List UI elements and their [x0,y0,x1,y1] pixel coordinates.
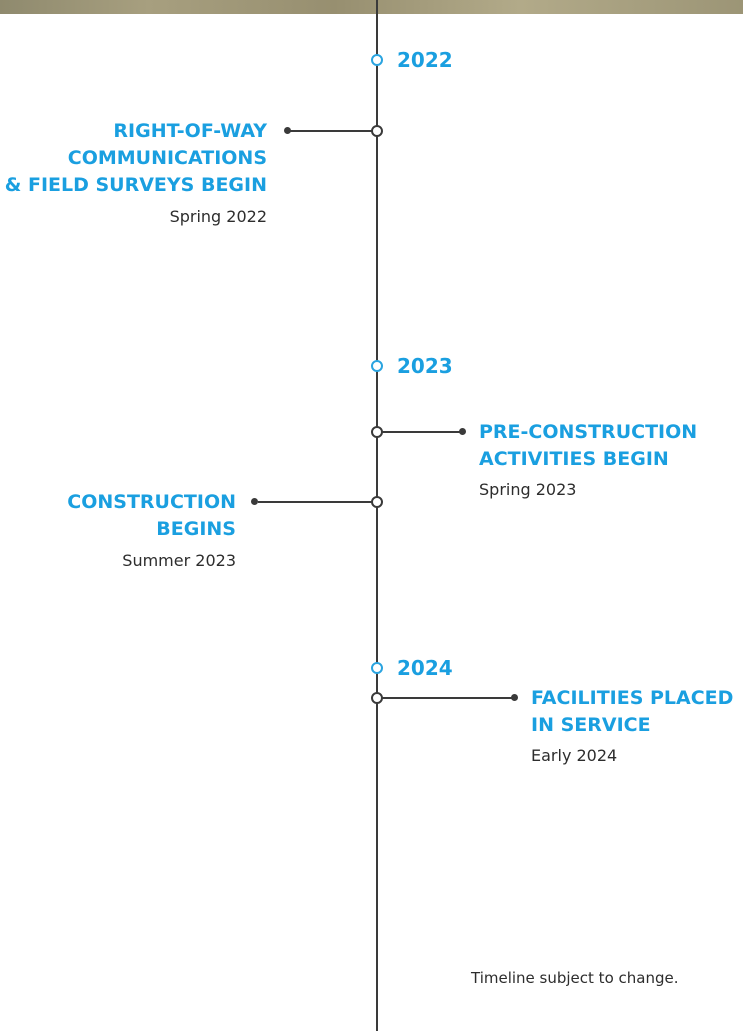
event-dot-construction [251,498,258,505]
event-date-construction: Summer 2023 [122,551,236,570]
event-connector-facilities [382,697,514,699]
timeline-disclaimer: Timeline subject to change. [471,969,679,987]
event-node-construction [371,496,383,508]
year-marker-2024 [371,662,383,674]
year-label-2022: 2022 [397,48,453,72]
event-dot-pre-construction [459,428,466,435]
event-connector-pre-construction [382,431,462,433]
event-date-pre-construction: Spring 2023 [479,480,577,499]
year-marker-2022 [371,54,383,66]
year-marker-2023 [371,360,383,372]
event-title-right-of-way: RIGHT-OF-WAY COMMUNICATIONS & FIELD SURV… [4,120,267,196]
event-title-construction: CONSTRUCTION BEGINS [67,491,236,540]
event-node-right-of-way [371,125,383,137]
event-dot-facilities [511,694,518,701]
event-date-facilities: Early 2024 [531,746,618,765]
year-label-2023: 2023 [397,354,453,378]
event-title-pre-construction: PRE-CONSTRUCTION ACTIVITIES BEGIN [479,421,698,470]
timeline-spine [376,0,378,1031]
header-photo-band [0,0,743,14]
event-connector-right-of-way [290,130,372,132]
event-dot-right-of-way [284,127,291,134]
event-connector-construction [258,501,372,503]
year-label-2024: 2024 [397,656,453,680]
event-date-right-of-way: Spring 2022 [169,207,267,226]
event-title-facilities: FACILITIES PLACED IN SERVICE [531,687,734,736]
